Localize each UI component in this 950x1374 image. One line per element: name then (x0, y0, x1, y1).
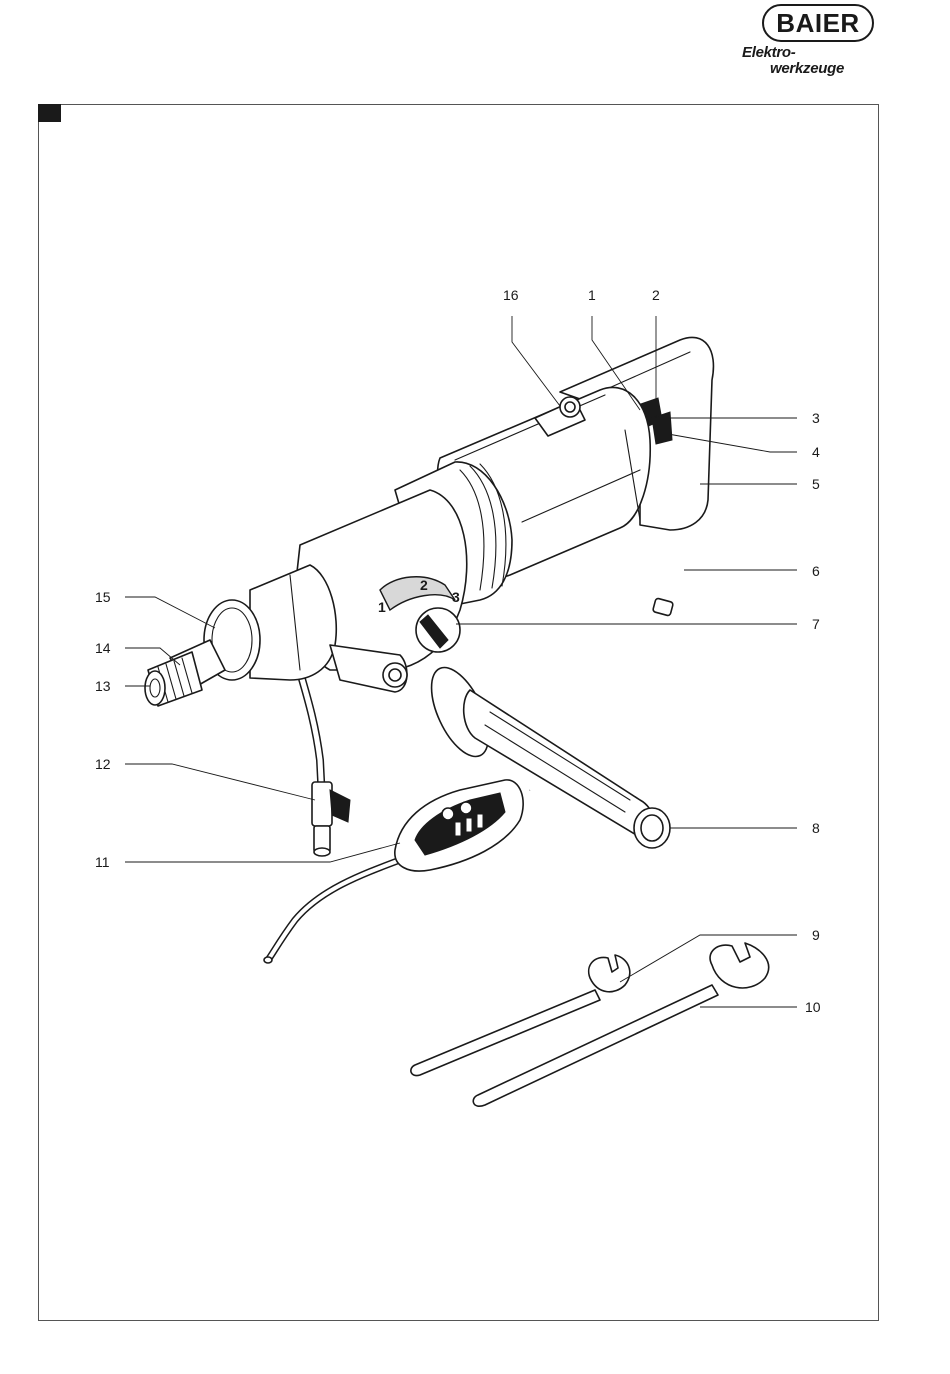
callout-5: 5 (812, 476, 820, 492)
callout-3: 3 (812, 410, 820, 426)
callout-12: 12 (95, 756, 111, 772)
callout-11: 11 (95, 854, 110, 870)
water-hose (298, 665, 350, 856)
callout-9: 9 (812, 927, 820, 943)
supply-cable (268, 860, 400, 960)
callout-10: 10 (805, 999, 821, 1015)
gear-number-2: 2 (420, 577, 428, 593)
callout-13: 13 (95, 678, 111, 694)
callout-14: 14 (95, 640, 111, 656)
callout-15: 15 (95, 589, 111, 605)
wrench-small (411, 955, 630, 1076)
cable-end (264, 957, 272, 963)
callout-4: 4 (812, 444, 820, 460)
callout-2: 2 (652, 287, 660, 303)
gear-number-1: 1 (378, 599, 386, 615)
callout-1: 1 (588, 287, 596, 303)
callout-7: 7 (812, 616, 820, 632)
inline-switch (395, 780, 523, 871)
gear-number-3: 3 (452, 589, 460, 605)
callout-16: 16 (503, 287, 519, 303)
callout-8: 8 (812, 820, 820, 836)
callout-6: 6 (812, 563, 820, 579)
